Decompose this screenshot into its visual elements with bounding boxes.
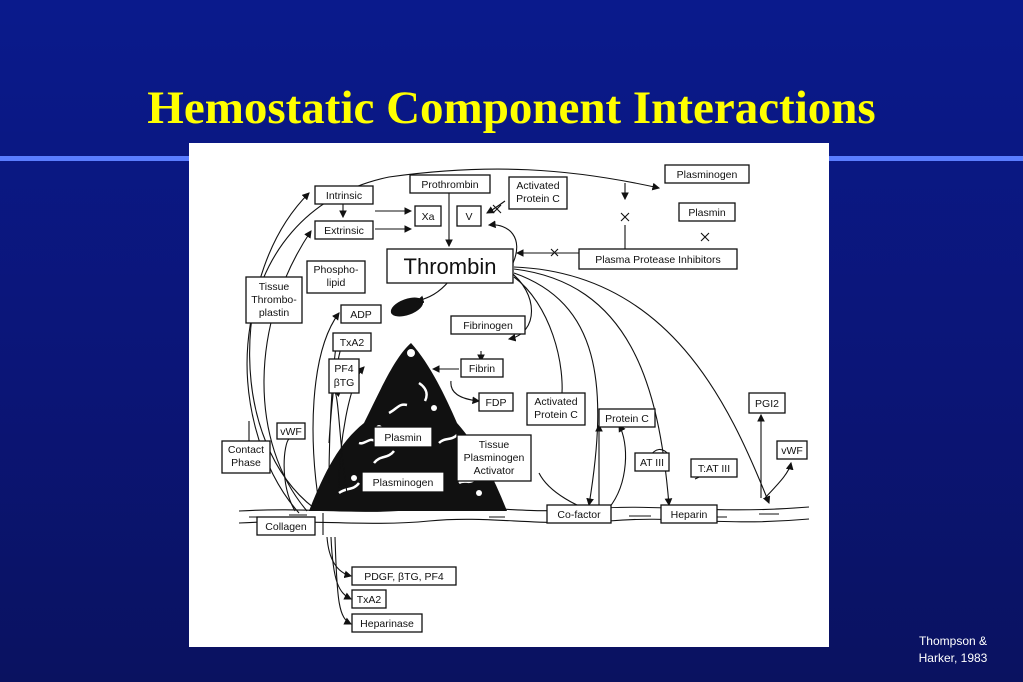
svg-text:Plasminogen: Plasminogen (677, 169, 738, 181)
node-phospholipid: Phospho- lipid (306, 260, 366, 294)
svg-text:Tissue: Tissue (259, 281, 290, 293)
svg-text:Protein C: Protein C (534, 409, 578, 421)
svg-text:vWF: vWF (781, 445, 803, 457)
node-plasmin-top: Plasmin (678, 202, 736, 222)
svg-text:lipid: lipid (327, 277, 346, 289)
node-heparin: Heparin (660, 504, 718, 524)
node-fdp: FDP (478, 392, 514, 412)
node-pdgf-btg-pf4: PDGF, βTG, PF4 (351, 566, 457, 586)
svg-text:PDGF, βTG, PF4: PDGF, βTG, PF4 (364, 571, 444, 583)
svg-text:vWF: vWF (280, 426, 302, 438)
node-plasma-protease-inhibitors: Plasma Protease Inhibitors (578, 248, 738, 270)
svg-text:Prothrombin: Prothrombin (421, 179, 478, 191)
node-tissue-plasminogen-activator: Tissue Plasminogen Activator (456, 434, 532, 482)
node-cofactor: Co-factor (546, 504, 612, 524)
node-v: V (456, 205, 482, 227)
svg-text:Plasminogen: Plasminogen (464, 452, 525, 464)
node-plasminogen-center: Plasminogen (361, 471, 445, 493)
svg-text:Co-factor: Co-factor (557, 509, 601, 521)
node-collagen: Collagen (256, 516, 316, 536)
svg-text:AT III: AT III (640, 457, 664, 469)
inhibition-marks (492, 204, 710, 257)
node-pgi2: PGI2 (748, 392, 786, 414)
svg-text:Thrombo-: Thrombo- (251, 294, 297, 306)
svg-text:Activated: Activated (534, 396, 577, 408)
svg-text:Plasminogen: Plasminogen (373, 477, 434, 489)
node-xa: Xa (414, 205, 442, 227)
svg-text:Intrinsic: Intrinsic (326, 190, 362, 202)
svg-text:Plasmin: Plasmin (384, 432, 422, 444)
svg-text:T:AT III: T:AT III (698, 463, 730, 475)
node-txa2-bottom: TxA2 (351, 589, 387, 609)
node-vwf-left: vWF (276, 422, 306, 440)
node-contact-phase: Contact Phase (221, 440, 271, 474)
citation: Thompson & Harker, 1983 (898, 633, 1008, 667)
svg-text:Heparin: Heparin (671, 509, 708, 521)
node-intrinsic: Intrinsic (314, 185, 374, 205)
node-protein-c: Protein C (598, 408, 656, 428)
node-vwf-right: vWF (776, 440, 808, 460)
svg-text:Collagen: Collagen (265, 521, 307, 533)
svg-text:βTG: βTG (334, 377, 355, 389)
node-pf4-btg: PF4 βTG (328, 358, 360, 394)
node-prothrombin: Prothrombin (409, 174, 491, 194)
svg-text:FDP: FDP (486, 397, 507, 409)
diagram-panel: Intrinsic Extrinsic Prothrombin Xa V Act… (189, 143, 829, 647)
citation-line-2: Harker, 1983 (918, 651, 988, 665)
node-fibrin: Fibrin (460, 358, 504, 378)
node-activated-protein-c-mid: Activated Protein C (526, 392, 586, 426)
svg-text:Fibrin: Fibrin (469, 363, 495, 375)
svg-text:Activator: Activator (474, 465, 515, 477)
node-txa2-top: TxA2 (332, 332, 372, 352)
svg-text:Protein C: Protein C (605, 413, 649, 425)
svg-text:V: V (465, 211, 472, 223)
node-at-iii: AT III (634, 452, 670, 472)
svg-text:Activated: Activated (516, 180, 559, 192)
svg-text:Phase: Phase (231, 457, 261, 469)
svg-text:Thrombin: Thrombin (404, 254, 497, 279)
node-activated-protein-c-top: Activated Protein C (508, 176, 568, 210)
svg-text:Protein C: Protein C (516, 193, 560, 205)
svg-text:Fibrinogen: Fibrinogen (463, 320, 513, 332)
node-extrinsic: Extrinsic (314, 220, 374, 240)
svg-text:TxA2: TxA2 (340, 337, 365, 349)
svg-text:PF4: PF4 (334, 363, 353, 375)
svg-text:Phospho-: Phospho- (314, 264, 359, 276)
node-plasminogen-top: Plasminogen (664, 164, 750, 184)
svg-text:plastin: plastin (259, 307, 290, 319)
slide-title: Hemostatic Component Interactions (147, 82, 876, 134)
node-heparinase: Heparinase (351, 613, 423, 633)
svg-text:Plasmin: Plasmin (688, 207, 726, 219)
citation-line-1: Thompson & (918, 634, 988, 648)
hemostasis-diagram: Intrinsic Extrinsic Prothrombin Xa V Act… (221, 164, 810, 633)
svg-text:Plasma Protease Inhibitors: Plasma Protease Inhibitors (595, 254, 720, 266)
svg-text:TxA2: TxA2 (357, 594, 382, 606)
svg-text:Tissue: Tissue (479, 439, 510, 451)
svg-text:Extrinsic: Extrinsic (324, 225, 364, 237)
svg-text:PGI2: PGI2 (755, 398, 779, 410)
node-plasmin-center: Plasmin (373, 426, 433, 448)
svg-text:ADP: ADP (350, 309, 372, 321)
node-thrombin: Thrombin (386, 248, 514, 284)
node-t-at-iii: T:AT III (690, 458, 738, 478)
node-tissue-thromboplastin: Tissue Thrombo- plastin (245, 276, 303, 324)
svg-text:Heparinase: Heparinase (360, 618, 414, 630)
node-adp: ADP (340, 304, 382, 324)
svg-text:Xa: Xa (422, 211, 435, 223)
node-fibrinogen: Fibrinogen (450, 315, 526, 335)
svg-text:Contact: Contact (228, 444, 264, 456)
